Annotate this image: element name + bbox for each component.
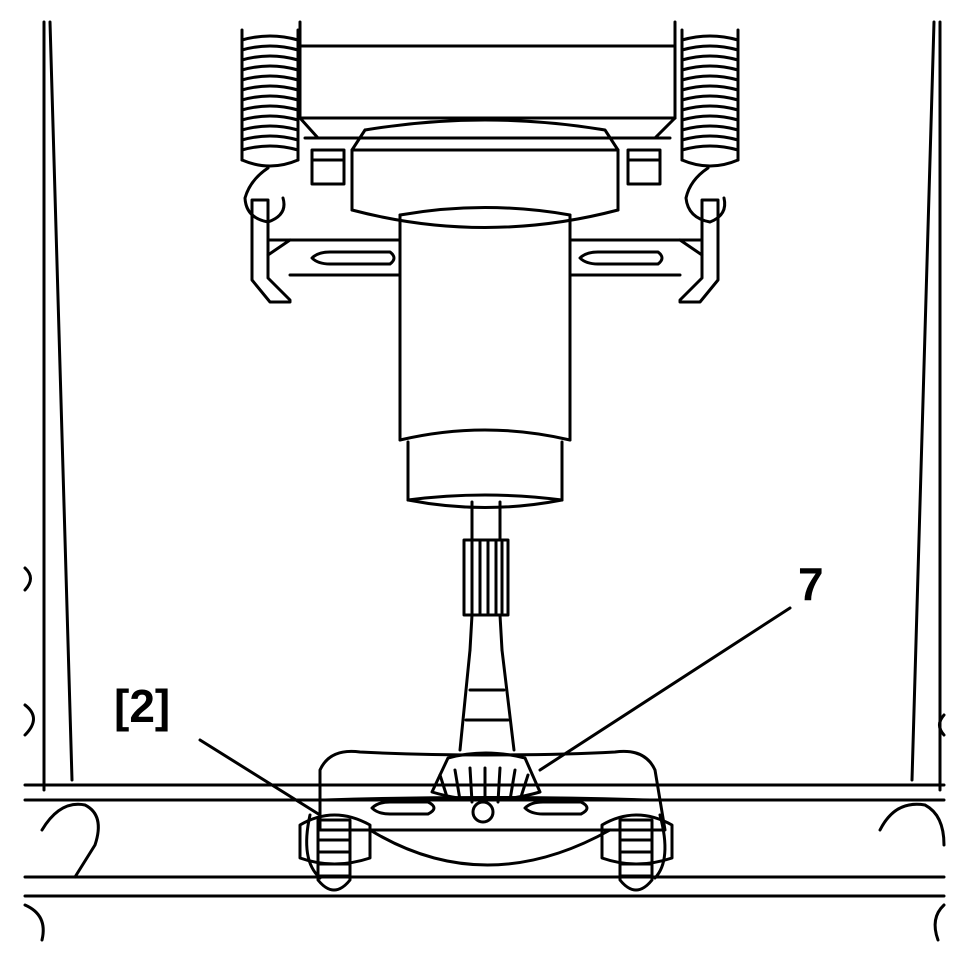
yoke-assembly — [250, 198, 720, 304]
press-bed — [23, 566, 946, 942]
left-return-spring — [240, 28, 300, 224]
right-return-spring — [680, 28, 740, 224]
callout-part-7: 7 — [798, 558, 824, 610]
cylinder-head — [350, 118, 620, 229]
support-bar-tool-2 — [305, 749, 667, 880]
bearing-part-7 — [430, 751, 542, 804]
press-ram — [398, 206, 572, 509]
mounting-bolts — [310, 148, 662, 186]
top-crossbeam — [298, 20, 677, 140]
threaded-studs — [298, 813, 674, 892]
press-adapter-shaft — [458, 500, 516, 752]
leader-lines — [198, 606, 792, 817]
callout-tool-2: [2] — [114, 680, 170, 732]
